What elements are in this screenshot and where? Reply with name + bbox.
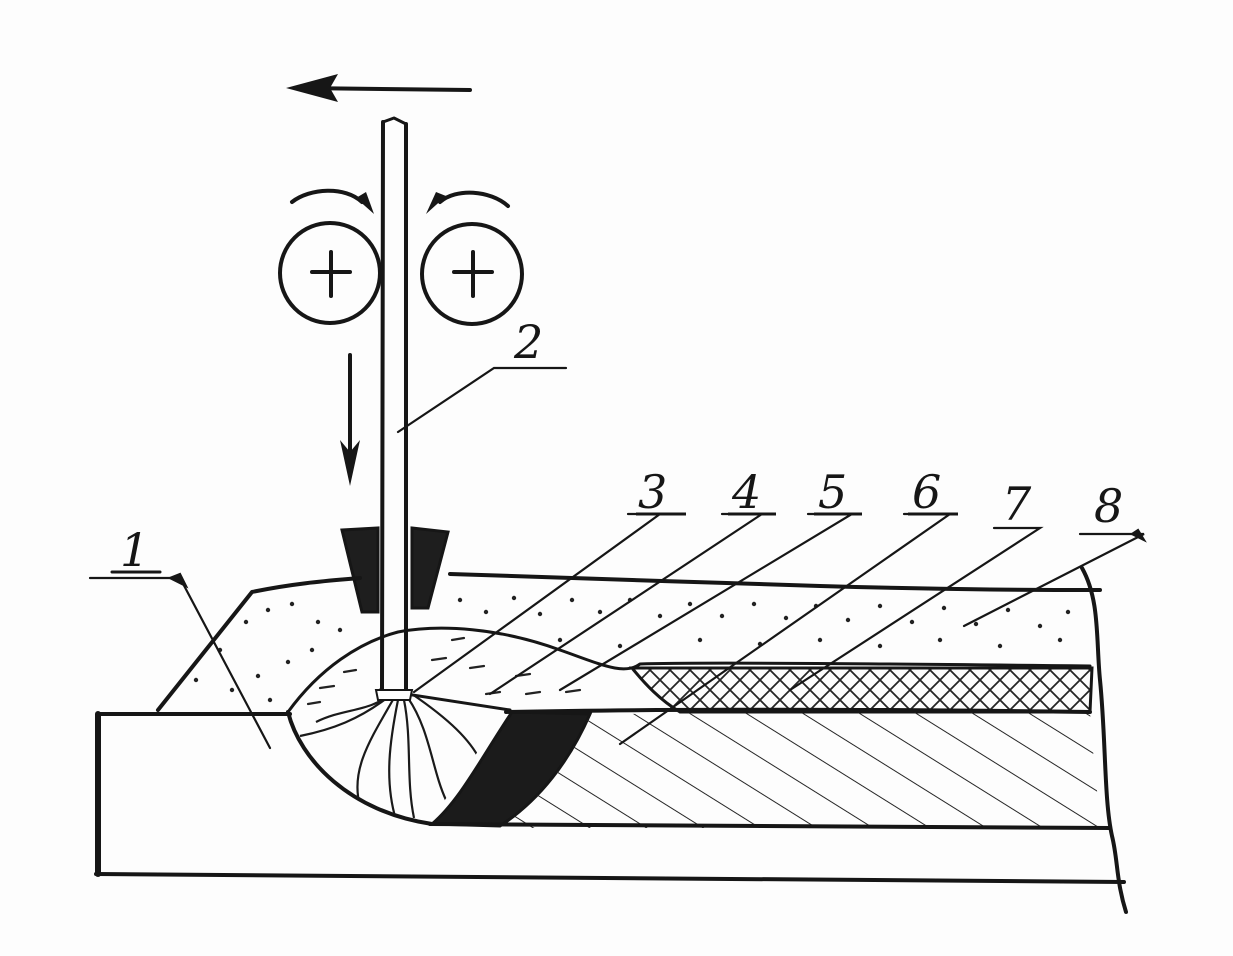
leader-2 <box>396 366 568 434</box>
callout-5: 5 <box>818 465 847 519</box>
wire-feed-arrow <box>340 353 360 486</box>
slag-crust <box>628 666 1094 714</box>
feed-roller-right <box>420 222 524 326</box>
callout-7: 7 <box>1002 477 1032 531</box>
rotation-arrow-left <box>290 188 374 214</box>
callout-2: 2 <box>513 315 543 369</box>
travel-direction-arrow <box>286 74 472 102</box>
callout-1: 1 <box>120 523 149 577</box>
gas-cavity <box>286 626 1092 714</box>
weld-seam <box>428 707 1112 830</box>
callout-3: 3 <box>638 465 667 519</box>
feed-roller-left <box>278 221 382 325</box>
leader-7 <box>788 526 1044 692</box>
leader-3 <box>412 512 664 694</box>
flux-layer <box>156 572 1102 712</box>
base-metal-plate <box>94 566 1128 914</box>
rotation-arrow-right <box>426 190 510 214</box>
electrode-wire <box>380 116 408 692</box>
callout-8: 8 <box>1094 479 1123 533</box>
contact-tip-right <box>410 526 450 610</box>
leader-8 <box>962 532 1145 628</box>
callout-4: 4 <box>731 465 761 519</box>
contact-tip-left <box>340 526 380 614</box>
callout-6: 6 <box>912 465 941 519</box>
callout-labels: 1 2 3 4 5 6 7 8 <box>110 315 1123 577</box>
